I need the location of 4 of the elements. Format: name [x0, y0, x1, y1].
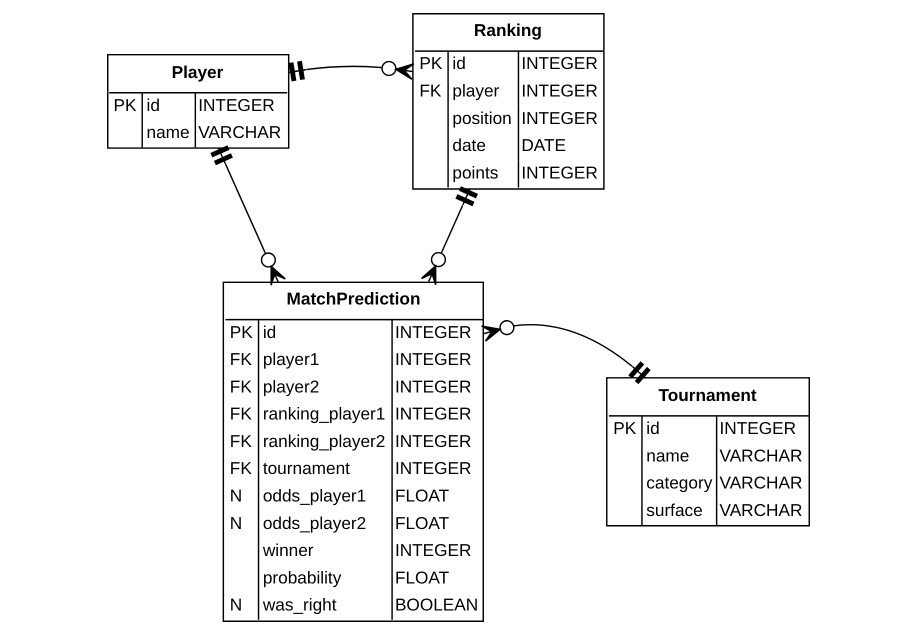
connector [288, 60, 415, 82]
connector [210, 145, 286, 286]
connector [420, 186, 478, 286]
connector [480, 320, 651, 384]
